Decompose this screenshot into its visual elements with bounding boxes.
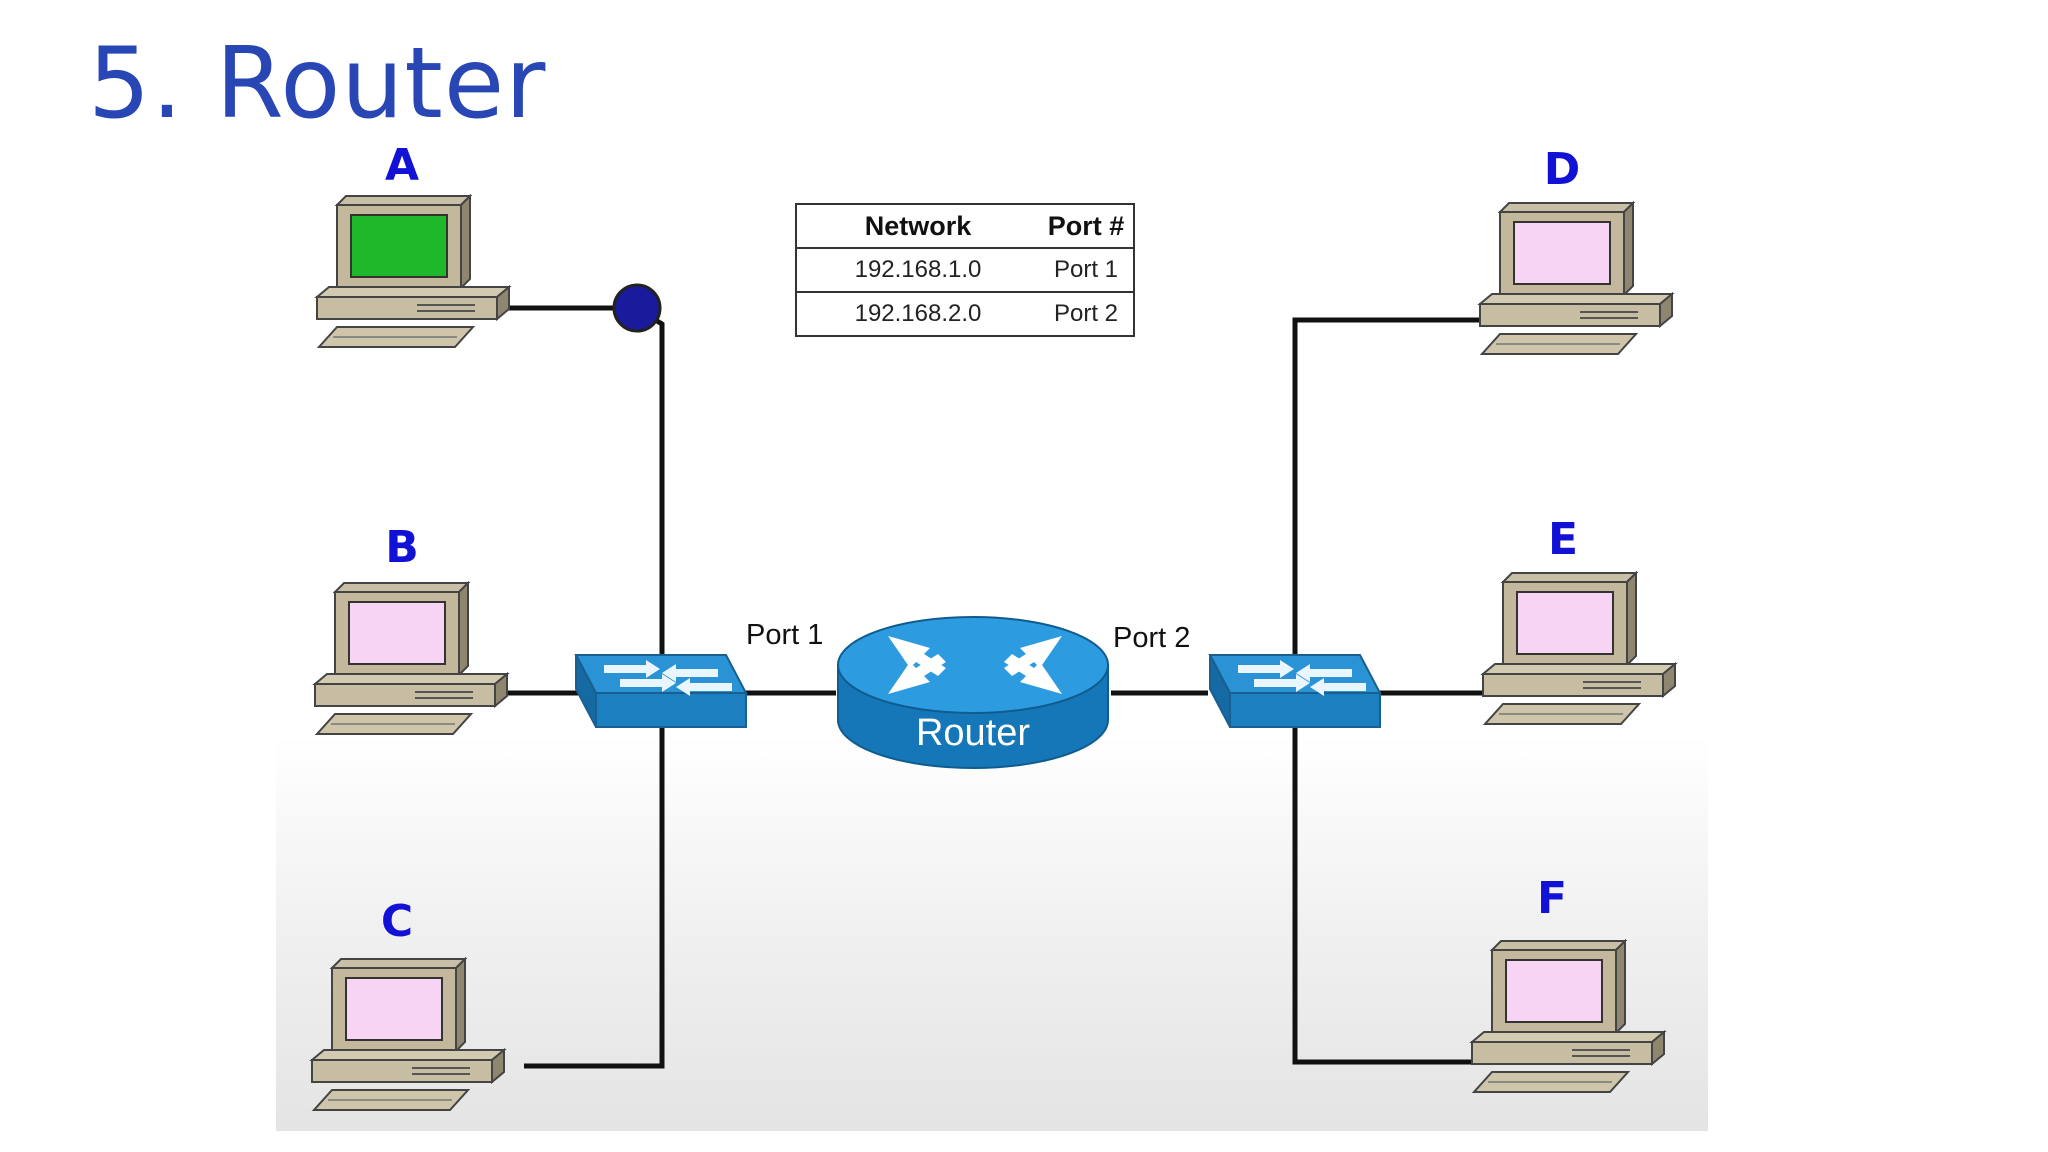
network-column-header: Network bbox=[796, 204, 1039, 249]
computer-f-screen bbox=[1505, 959, 1603, 1023]
port-column-header: Port # bbox=[1039, 204, 1134, 249]
slide-title: 5. Router bbox=[88, 27, 547, 141]
computer-a-label: A bbox=[384, 140, 420, 191]
computer-b-screen bbox=[348, 601, 446, 665]
computer-e-screen bbox=[1516, 591, 1614, 655]
port-2-label: Port 2 bbox=[1113, 622, 1191, 654]
computer-d-screen bbox=[1513, 221, 1611, 285]
computer-e-label: E bbox=[1547, 514, 1579, 565]
packet-dot bbox=[612, 283, 662, 333]
network-cell: 192.168.1.0 bbox=[796, 248, 1039, 293]
routing-table-header: Network Port # bbox=[796, 204, 1134, 249]
routing-table: Network Port # 192.168.1.0 Port 1 192.16… bbox=[795, 203, 1135, 337]
computer-c-screen bbox=[345, 977, 443, 1041]
computer-a-screen bbox=[350, 214, 448, 278]
computer-f[interactable] bbox=[1471, 940, 1665, 1093]
router-label: Router bbox=[915, 712, 1031, 754]
computer-b[interactable] bbox=[314, 582, 508, 735]
computer-c-label: C bbox=[380, 896, 414, 947]
switch-left[interactable] bbox=[575, 654, 747, 728]
table-row: 192.168.2.0 Port 2 bbox=[796, 292, 1134, 336]
computer-b-label: B bbox=[385, 522, 419, 573]
computer-e[interactable] bbox=[1482, 572, 1676, 725]
computer-a[interactable] bbox=[316, 195, 510, 348]
network-cell: 192.168.2.0 bbox=[854, 300, 982, 327]
switch-right[interactable] bbox=[1209, 654, 1381, 728]
computer-d[interactable] bbox=[1479, 202, 1673, 355]
computer-d-label: D bbox=[1543, 144, 1581, 195]
router-arrows-icon bbox=[888, 636, 1062, 694]
port-1-label: Port 1 bbox=[746, 619, 824, 651]
port-cell: Port 2 bbox=[1053, 300, 1119, 327]
table-row: 192.168.1.0 Port 1 bbox=[796, 248, 1134, 293]
computer-c[interactable] bbox=[311, 958, 505, 1111]
port-cell: Port 1 bbox=[1039, 248, 1134, 293]
router[interactable] bbox=[837, 616, 1109, 769]
computer-f-label: F bbox=[1536, 873, 1568, 924]
